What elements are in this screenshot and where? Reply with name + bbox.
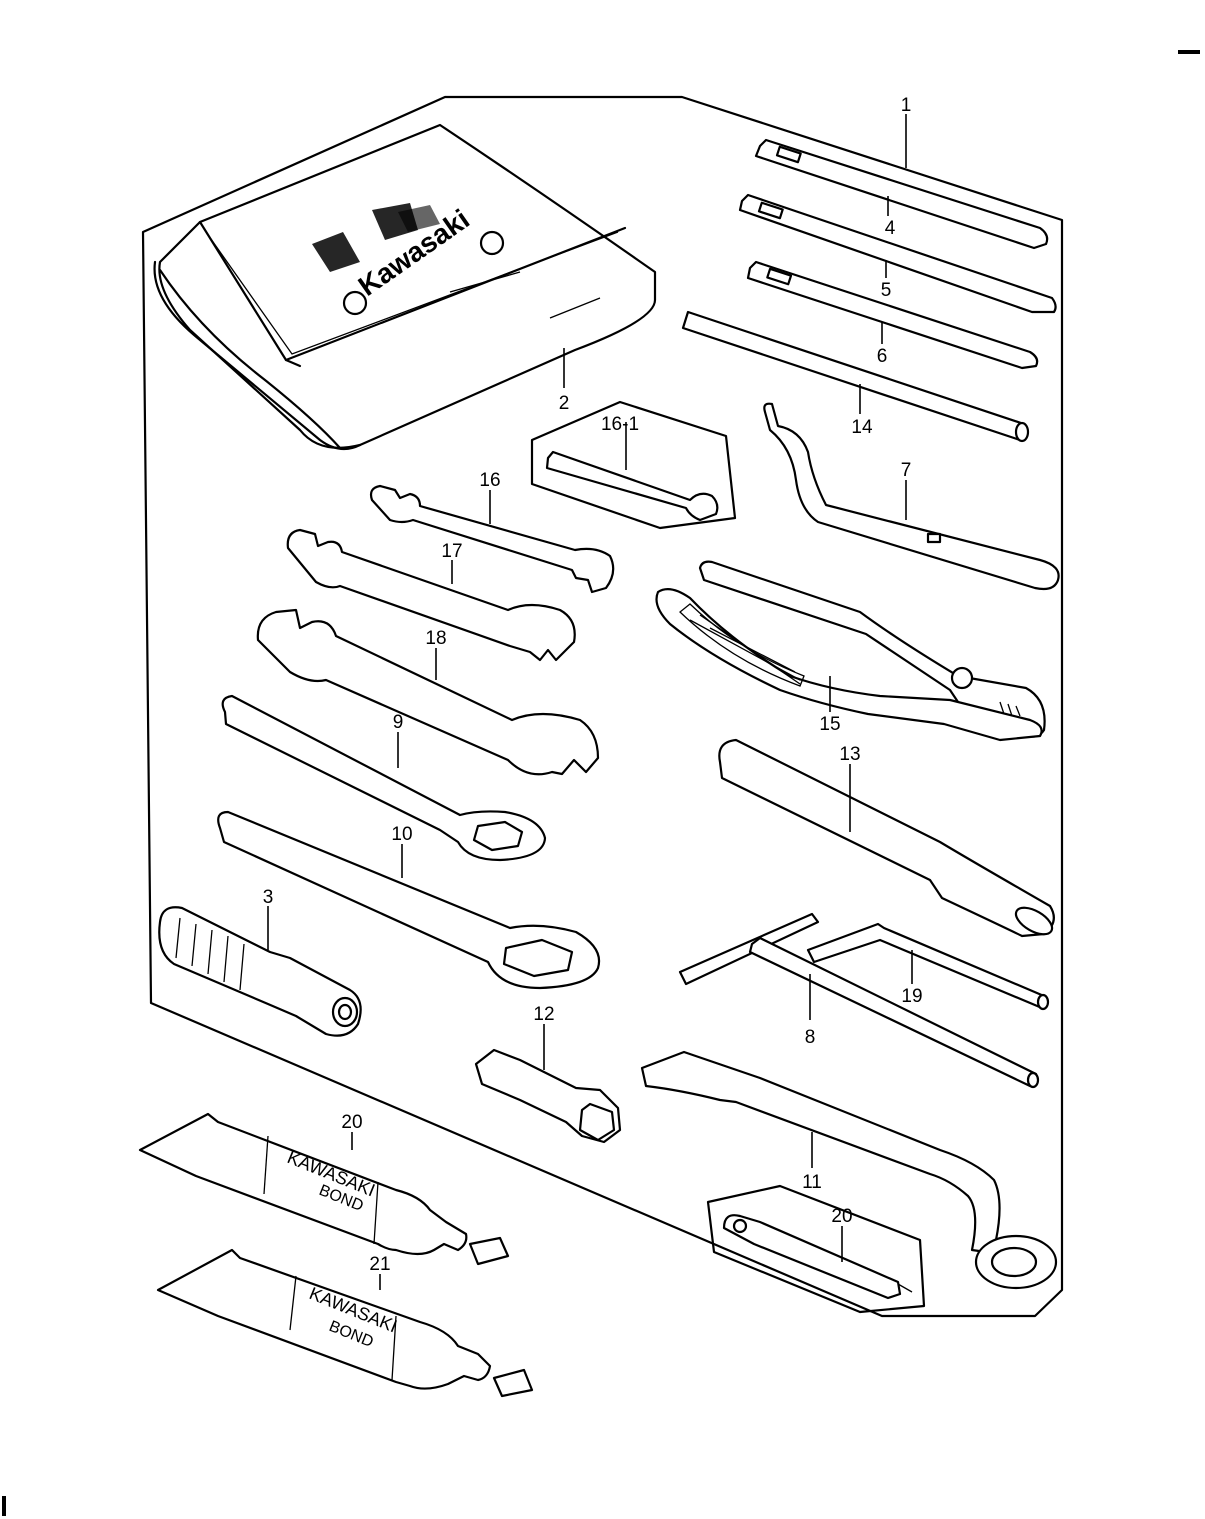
plug-wrench-handle-3: [158, 906, 362, 1037]
box-spanner-10: [217, 810, 601, 990]
callout-7: 7: [901, 460, 912, 481]
callout-17: 17: [441, 541, 462, 562]
callout-14: 14: [851, 417, 873, 438]
callout-3: 3: [263, 887, 274, 908]
callout-16-1: 16-1: [601, 414, 639, 435]
offset-ring-wrench-11: [640, 1050, 1058, 1290]
pliers-15: [655, 560, 1046, 742]
callout-2: 2: [559, 393, 570, 414]
callout-4: 4: [885, 218, 896, 239]
callout-15: 15: [819, 714, 840, 735]
callout-9: 9: [393, 712, 404, 733]
callout-18: 18: [425, 628, 446, 649]
hex-key-19: [806, 922, 1050, 1011]
scan-mark-top: [1178, 50, 1200, 54]
callout-20-tube: 20: [341, 1112, 362, 1133]
callout-19: 19: [901, 986, 922, 1007]
callout-labels: 1 2 3 4 5 6 7 8 9 10 11 12 13 14 15 16 1…: [263, 95, 923, 1275]
callout-10: 10: [391, 824, 412, 845]
open-end-wrench-17: [286, 528, 576, 662]
callout-8: 8: [805, 1027, 816, 1048]
callout-21: 21: [369, 1254, 390, 1275]
callout-16: 16: [479, 470, 500, 491]
leader-lines: [267, 114, 913, 1290]
open-end-wrench-18: [256, 608, 600, 776]
open-end-wrench-16: [369, 484, 615, 594]
bond-tube-20: KAWASAKI BOND: [138, 1112, 510, 1266]
bond-tube-21: KAWASAKI BOND: [156, 1248, 534, 1398]
callout-6: 6: [877, 346, 888, 367]
small-parts-box-20: [706, 1184, 926, 1314]
hook-spanner-7: [763, 402, 1060, 591]
kit-outline: [141, 95, 1064, 1318]
screwdriver-shaft-6: [746, 260, 1039, 370]
plug-wrench-12: [474, 1048, 622, 1144]
extension-bar-13: [718, 738, 1055, 938]
callout-5: 5: [881, 280, 892, 301]
callout-12: 12: [533, 1004, 554, 1025]
t-handle-8: [678, 912, 1040, 1089]
callout-20-box: 20: [831, 1206, 852, 1227]
callout-11: 11: [802, 1172, 822, 1193]
tommy-bar-14: [681, 310, 1030, 443]
box-spanner-9: [221, 694, 547, 862]
screwdriver-shaft-5: [738, 193, 1057, 314]
scan-mark-bottom: [2, 1496, 6, 1516]
callout-13: 13: [839, 744, 860, 765]
screwdriver-shaft-4: [754, 138, 1049, 250]
wrench-box-16-1: [530, 400, 737, 530]
callout-1: 1: [901, 95, 912, 116]
tool-bag: Kawasaki: [153, 123, 657, 451]
